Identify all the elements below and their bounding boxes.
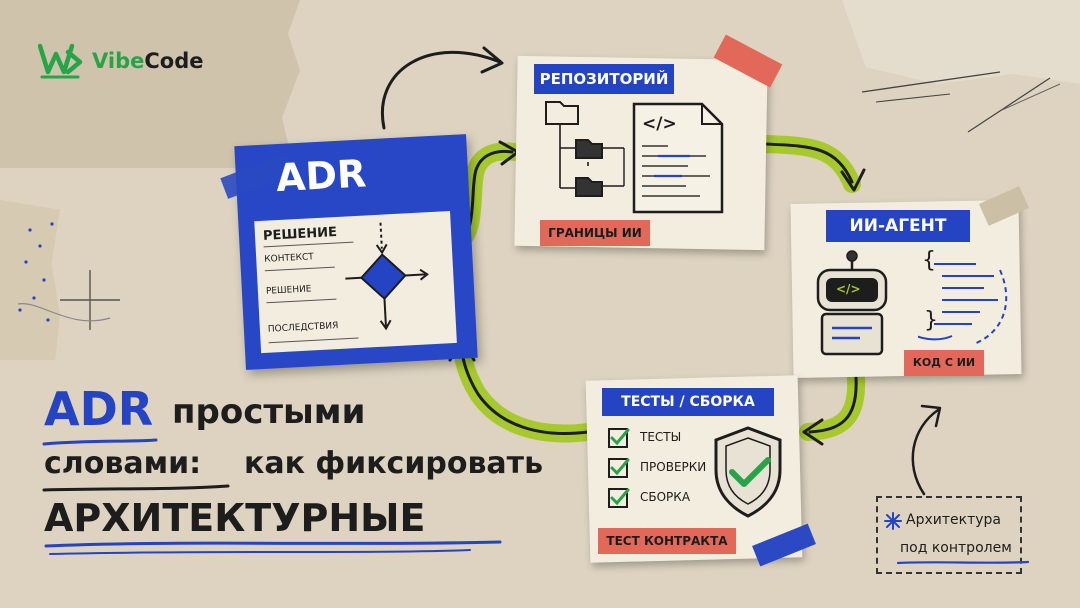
checklist-icon xyxy=(608,428,630,508)
arc-arrow xyxy=(381,50,502,130)
headline-adr: ADR xyxy=(44,382,154,436)
headline-architectural: архитектурные xyxy=(44,496,426,540)
checklist-item: СБОРКА xyxy=(640,490,691,504)
code-lines-icon xyxy=(918,263,1008,345)
checklist-item: ПРОВЕРКИ xyxy=(640,460,707,474)
headline-simple: простыми xyxy=(172,392,366,432)
robot-screen-code: </> xyxy=(836,282,861,296)
headline-underlines xyxy=(42,438,502,555)
note-line2: под контролем xyxy=(900,540,1012,556)
headline-how-to-record: как фиксировать xyxy=(244,446,544,481)
note-line1: Архитектура xyxy=(906,512,1001,528)
brand-logo: VibeCode xyxy=(38,42,203,80)
ai-agent-card-title: ИИ-АГЕНТ xyxy=(826,210,970,242)
adr-card: ADR РЕШЕНИЕ КОНТЕКСТ РЕШЕНИЕ ПОСЛЕДСТВИЯ xyxy=(220,134,478,370)
background-paper-scrap xyxy=(0,200,60,360)
brace-open-icon: { xyxy=(922,248,936,273)
background-paper-scrap xyxy=(842,0,1080,84)
arc-arrow-head xyxy=(480,46,504,74)
repository-card-title: РЕПОЗИТОРИЙ xyxy=(534,64,674,94)
robot-icon xyxy=(816,250,888,356)
architecture-note: Архитектура под контролем xyxy=(876,496,1030,574)
brand-name-part2: Code xyxy=(144,49,204,73)
checklist-item: ТЕСТЫ xyxy=(640,430,682,444)
headline-words-part: словами: xyxy=(44,446,202,481)
repository-tag: ГРАНИЦЫ ИИ xyxy=(540,220,650,246)
ai-agent-tag: КОД С ИИ xyxy=(904,350,984,376)
vibecode-logo-icon xyxy=(38,43,83,79)
decision-flowchart-icon xyxy=(263,222,429,344)
asterisk-icon xyxy=(884,512,902,530)
tests-card-title: ТЕСТЫ / СБОРКА xyxy=(602,388,774,416)
file-tree-icon xyxy=(545,101,625,197)
adr-card-title: ADR xyxy=(274,151,368,201)
brand-name-part1: Vibe xyxy=(92,49,145,73)
code-file-icon xyxy=(632,102,724,214)
tests-tag: ТЕСТ КОНТРАКТА xyxy=(598,528,736,554)
code-tag-label: </> xyxy=(642,114,677,134)
note-underline xyxy=(896,560,1030,565)
adr-document: РЕШЕНИЕ КОНТЕКСТ РЕШЕНИЕ ПОСЛЕДСТВИЯ xyxy=(254,211,457,354)
brace-close-icon: } xyxy=(924,308,938,333)
background-paper-scrap xyxy=(0,0,300,168)
brand-name: VibeCode xyxy=(92,49,203,73)
shield-check-icon xyxy=(714,426,782,518)
